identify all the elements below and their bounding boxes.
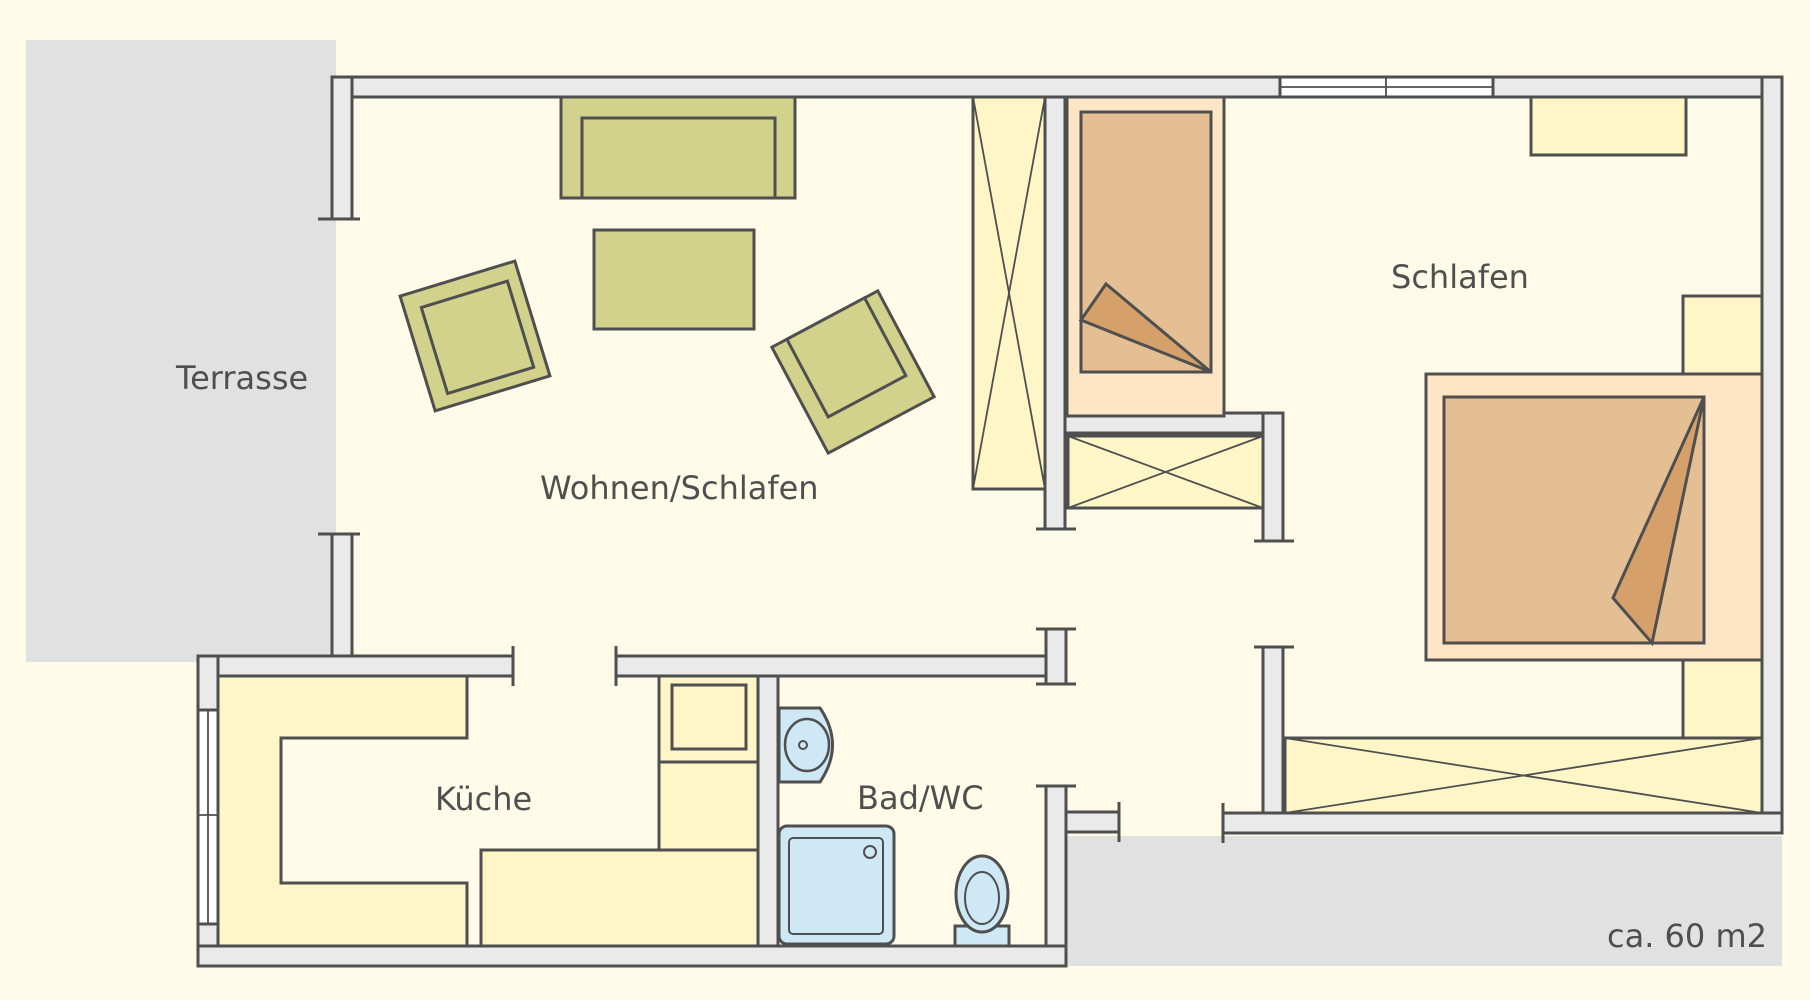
kitchen-sink-unit [657, 674, 760, 764]
dresser [1529, 95, 1688, 157]
nightstand-bottom [1681, 658, 1764, 740]
shower-tray [777, 824, 896, 946]
toilet [953, 854, 1011, 948]
sofa [559, 95, 797, 200]
kitchen-cabinet-right [657, 760, 760, 852]
room-label-bedroom: Schlafen [1391, 258, 1529, 296]
armchair-left [398, 259, 552, 413]
terrace-area [26, 40, 336, 662]
armchair-right [769, 288, 937, 456]
wardrobe-bedroom [1283, 736, 1764, 815]
wardrobe-living [971, 95, 1047, 491]
window-top [1278, 75, 1495, 99]
single-bed [1065, 95, 1226, 418]
coffee-table [592, 228, 756, 331]
kitchen-counter-l [216, 674, 469, 948]
room-label-bath: Bad/WC [857, 779, 984, 817]
nightstand-top [1681, 294, 1764, 376]
room-label-kitchen: Küche [435, 780, 532, 818]
double-bed [1424, 372, 1764, 662]
exterior-strip-bottom [1060, 836, 1782, 966]
washbasin [777, 706, 834, 784]
area-label: ca. 60 m2 [1607, 917, 1767, 955]
kitchen-counter-bottom [479, 848, 760, 948]
window-kitchen [196, 708, 220, 926]
closet-bedroom-small [1066, 434, 1265, 510]
room-label-terrace: Terrasse [175, 359, 308, 397]
room-label-living: Wohnen/Schlafen [540, 469, 819, 507]
